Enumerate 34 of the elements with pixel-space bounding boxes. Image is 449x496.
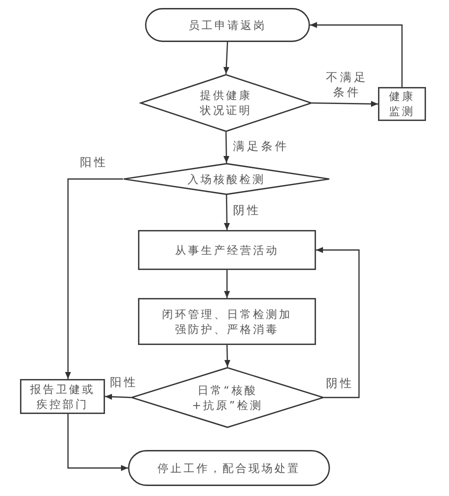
node-text: 报告卫健或疾控部门: [29, 382, 96, 412]
process-box: [138, 230, 316, 270]
arrow: [310, 22, 403, 87]
terminal-shape: [128, 450, 330, 486]
edge-label: 满足条件: [233, 139, 289, 153]
node-text: 日常“核酸+抗原”检测: [191, 382, 264, 412]
arrow: [67, 414, 128, 471]
node-text: 入场核酸检测: [186, 172, 266, 186]
node-text: 健康监测: [388, 89, 416, 119]
edge-label: 阳性: [80, 155, 108, 169]
terminal-shape: [145, 8, 310, 42]
decision-diamond: [140, 74, 312, 132]
arrow: [224, 344, 230, 368]
edge-label: 阳性: [110, 375, 138, 389]
node-text: 闭环管理、日常检测加强防护、严格消毒: [161, 306, 293, 336]
arrow: [223, 42, 230, 74]
arrow: [316, 247, 360, 398]
process-box: [20, 379, 105, 414]
edge-label: 不满足条件: [326, 70, 368, 100]
arrow: [224, 195, 230, 230]
decision-diamond: [123, 163, 330, 195]
arrow: [312, 100, 378, 107]
arrow: [223, 132, 230, 164]
process-box: [138, 298, 316, 345]
node-text: 提供健康状况证明: [199, 88, 253, 118]
edge-label: 阴性: [233, 203, 261, 217]
arrow: [104, 394, 132, 400]
node-text: 停止工作，配合现场处置: [156, 460, 302, 476]
edge-label: 阴性: [326, 376, 354, 390]
node-text: 从事生产经营活动: [174, 242, 280, 258]
node-text: 员工申请返岗: [188, 18, 268, 32]
process-box: [378, 87, 426, 121]
arrow: [224, 270, 230, 298]
arrow: [65, 178, 123, 379]
